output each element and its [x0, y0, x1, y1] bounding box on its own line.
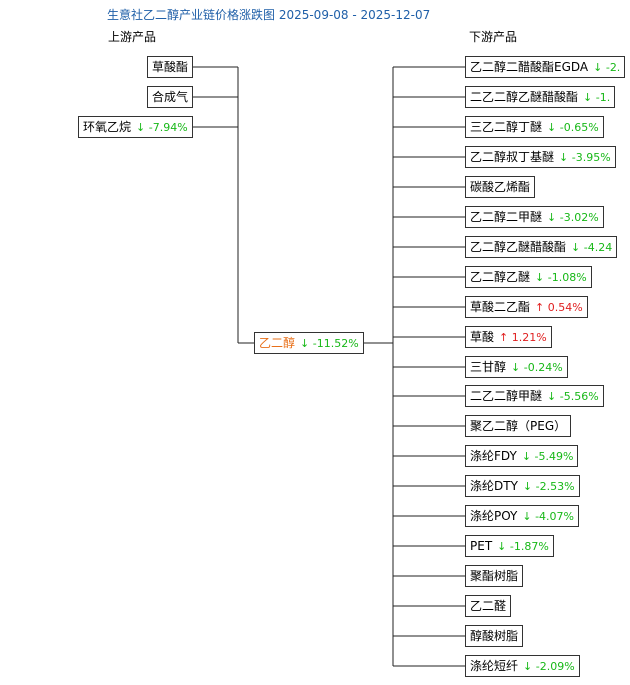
- node-name: 乙二醇乙醚: [470, 270, 531, 284]
- downstream-node[interactable]: 三乙二醇丁醚 ↓ -0.65%: [465, 116, 604, 138]
- price-change: -1.87%: [509, 540, 549, 553]
- upstream-node[interactable]: 合成气: [147, 86, 194, 108]
- node-name: 草酸: [470, 330, 495, 344]
- downstream-node[interactable]: 涤纶短纤 ↓ -2.09%: [465, 655, 580, 677]
- node-name: 涤纶短纤: [470, 659, 519, 673]
- price-change: 1.21%: [511, 331, 547, 344]
- downstream-node[interactable]: 乙二醇叔丁基醚 ↓ -3.95%: [465, 146, 616, 168]
- node-name: 醇酸树脂: [470, 629, 519, 643]
- downstream-node[interactable]: 草酸二乙酯 ↑ 0.54%: [465, 296, 588, 318]
- price-change: -4.07%: [535, 510, 574, 523]
- downstream-node[interactable]: 乙二醇二甲醚 ↓ -3.02%: [465, 206, 604, 228]
- downstream-node[interactable]: 涤纶DTY ↓ -2.53%: [465, 475, 580, 497]
- downstream-node[interactable]: 聚酯树脂: [465, 565, 524, 587]
- node-name: 涤纶POY: [470, 509, 518, 523]
- downstream-node[interactable]: 乙二醇乙醚 ↓ -1.08%: [465, 266, 592, 288]
- node-name: 草酸酯: [152, 60, 189, 74]
- price-change: -2.: [605, 61, 621, 74]
- arrow-down-icon: ↓: [300, 337, 313, 350]
- price-change: -3.02%: [559, 211, 599, 224]
- price-change: -0.24%: [523, 361, 563, 374]
- arrow-down-icon: ↓: [593, 61, 606, 74]
- upstream-node[interactable]: 环氧乙烷 ↓ -7.94%: [78, 116, 193, 138]
- node-name: 乙二醇: [259, 336, 296, 350]
- downstream-node[interactable]: 涤纶POY ↓ -4.07%: [465, 505, 579, 527]
- arrow-down-icon: ↓: [522, 510, 536, 523]
- arrow-down-icon: ↓: [535, 271, 548, 284]
- node-name: 二乙二醇甲醚: [470, 389, 543, 403]
- center-node[interactable]: 乙二醇 ↓ -11.52%: [254, 332, 364, 354]
- downstream-node[interactable]: 聚乙二醇（PEG）: [465, 415, 572, 437]
- downstream-node[interactable]: 乙二醇乙醚醋酸酯 ↓ -4.24: [465, 236, 618, 258]
- arrow-down-icon: ↓: [511, 361, 524, 374]
- price-change: -7.94%: [148, 121, 188, 134]
- arrow-down-icon: ↓: [583, 91, 596, 104]
- price-change: -11.52%: [312, 337, 359, 350]
- chart-title: 生意社乙二醇产业链价格涨跌图 2025-09-08 - 2025-12-07: [107, 8, 431, 22]
- arrow-down-icon: ↓: [497, 540, 510, 553]
- downstream-node[interactable]: 二乙二醇甲醚 ↓ -5.56%: [465, 385, 604, 407]
- downstream-node[interactable]: 碳酸乙烯酯: [465, 176, 536, 198]
- arrow-down-icon: ↓: [522, 480, 536, 493]
- node-name: 聚乙二醇（PEG）: [470, 419, 567, 433]
- node-name: 乙二醇叔丁基醚: [470, 150, 555, 164]
- arrow-down-icon: ↓: [571, 241, 584, 254]
- node-name: 乙二醇二醋酸酯EGDA: [470, 60, 589, 74]
- upstream-heading: 上游产品: [108, 30, 157, 44]
- node-name: 乙二醇乙醚醋酸酯: [470, 240, 567, 254]
- node-name: 涤纶FDY: [470, 449, 517, 463]
- arrow-up-icon: ↑: [499, 331, 512, 344]
- price-change: -4.24: [583, 241, 613, 254]
- arrow-down-icon: ↓: [559, 151, 572, 164]
- arrow-down-icon: ↓: [547, 390, 560, 403]
- price-change: -2.53%: [535, 480, 575, 493]
- node-name: 乙二醇二甲醚: [470, 210, 543, 224]
- arrow-down-icon: ↓: [547, 211, 560, 224]
- price-change: -1.: [595, 91, 611, 104]
- node-name: 碳酸乙烯酯: [470, 180, 531, 194]
- price-change: -0.65%: [559, 121, 599, 134]
- price-change: -2.09%: [535, 660, 575, 673]
- arrow-down-icon: ↓: [523, 660, 536, 673]
- node-name: 环氧乙烷: [83, 120, 132, 134]
- price-change: -5.56%: [559, 390, 599, 403]
- downstream-node[interactable]: 涤纶FDY ↓ -5.49%: [465, 445, 579, 467]
- price-change: -5.49%: [534, 450, 574, 463]
- node-name: 二乙二醇乙醚醋酸酯: [470, 90, 579, 104]
- node-name: 草酸二乙酯: [470, 300, 531, 314]
- node-name: PET: [470, 539, 493, 553]
- downstream-node[interactable]: 草酸 ↑ 1.21%: [465, 326, 552, 348]
- downstream-node[interactable]: 三甘醇 ↓ -0.24%: [465, 356, 568, 378]
- price-change: -1.08%: [547, 271, 587, 284]
- upstream-node[interactable]: 草酸酯: [147, 56, 194, 78]
- node-name: 聚酯树脂: [470, 569, 519, 583]
- downstream-node[interactable]: PET ↓ -1.87%: [465, 535, 554, 557]
- arrow-down-icon: ↓: [547, 121, 560, 134]
- downstream-node[interactable]: 乙二醇二醋酸酯EGDA ↓ -2.: [465, 56, 626, 78]
- arrow-up-icon: ↑: [535, 301, 548, 314]
- node-name: 涤纶DTY: [470, 479, 518, 493]
- price-change: 0.54%: [547, 301, 583, 314]
- downstream-node[interactable]: 二乙二醇乙醚醋酸酯 ↓ -1.: [465, 86, 616, 108]
- node-name: 乙二醛: [470, 599, 507, 613]
- downstream-node[interactable]: 醇酸树脂: [465, 625, 524, 647]
- node-name: 三甘醇: [470, 360, 507, 374]
- downstream-node[interactable]: 乙二醛: [465, 595, 512, 617]
- arrow-down-icon: ↓: [521, 450, 535, 463]
- downstream-heading: 下游产品: [469, 30, 518, 44]
- price-change: -3.95%: [571, 151, 611, 164]
- arrow-down-icon: ↓: [136, 121, 149, 134]
- node-name: 三乙二醇丁醚: [470, 120, 543, 134]
- node-name: 合成气: [152, 90, 189, 104]
